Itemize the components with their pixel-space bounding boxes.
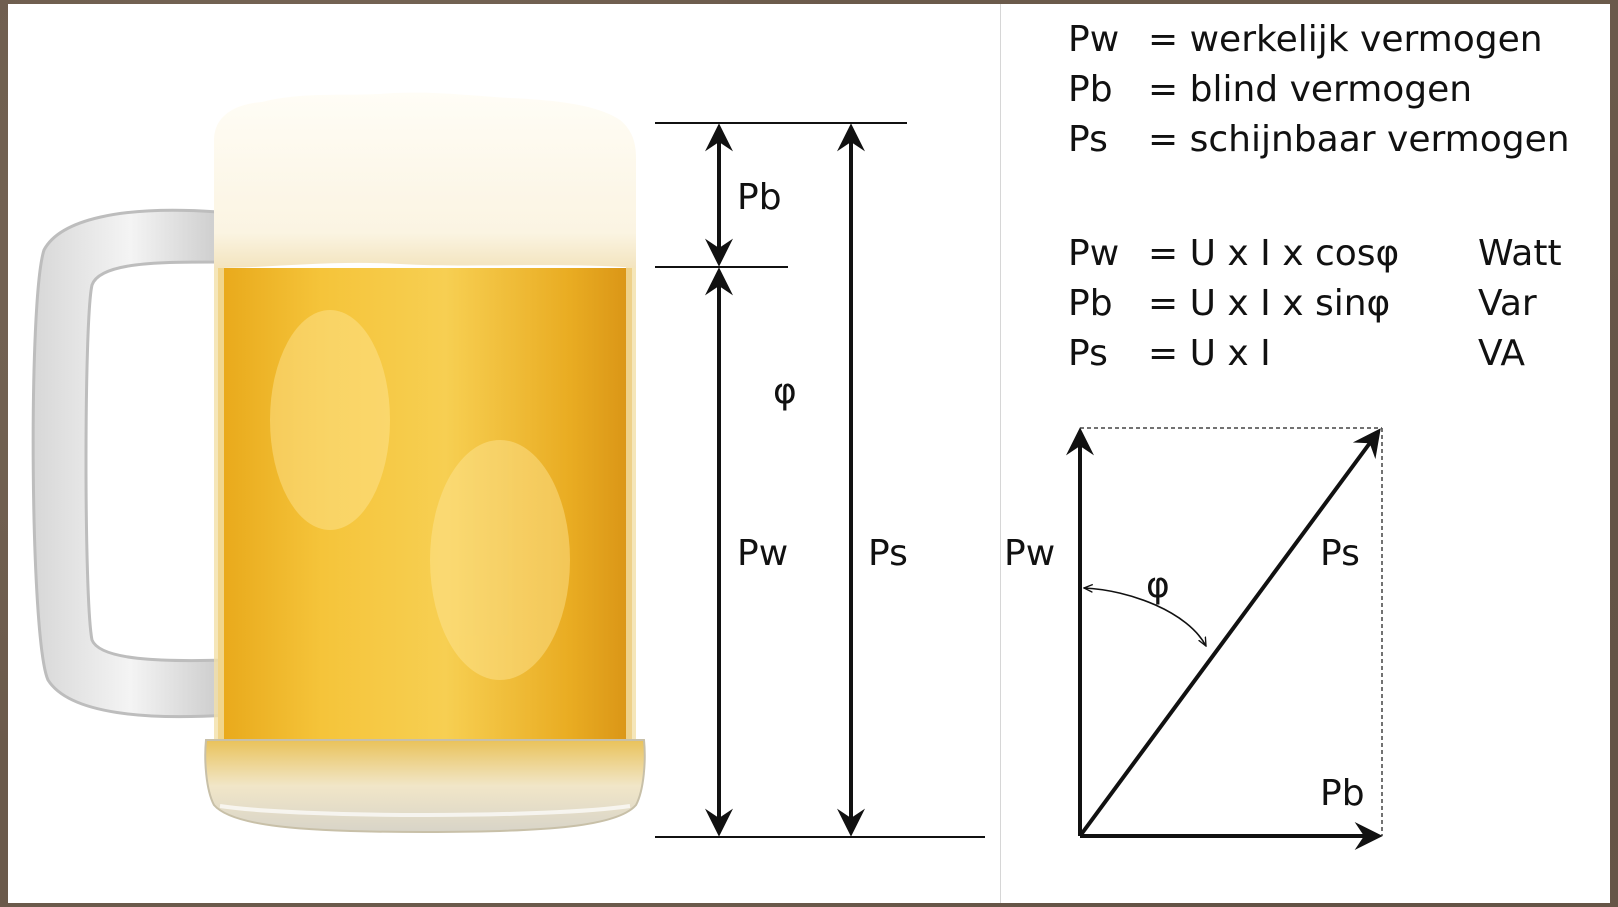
formula-row-pw: Pw = U x I x cosφ Watt xyxy=(1068,236,1562,416)
mug-label-pw: Pw xyxy=(737,533,789,574)
definition-symbol: Ps xyxy=(1068,119,1108,160)
definition-row-ps: Ps = schijnbaar vermogen xyxy=(1068,119,1570,266)
definition-symbol: Pw xyxy=(1068,19,1120,60)
definition-text: = werkelijk vermogen xyxy=(1148,19,1543,60)
mug-dimension-lines xyxy=(655,122,985,838)
vector-label-pw: Pw xyxy=(1004,533,1056,574)
formula-expression: = U x I x cosφ xyxy=(1148,233,1400,274)
formula-symbol: Pw xyxy=(1068,233,1120,274)
formula-unit: VA xyxy=(1478,333,1525,374)
vector-label-phi: φ xyxy=(1146,565,1170,606)
beer-mug-image xyxy=(31,92,646,834)
definition-symbol: Pb xyxy=(1068,69,1113,110)
formula-symbol: Ps xyxy=(1068,333,1108,374)
formula-unit: Watt xyxy=(1478,233,1562,274)
definition-row-pb: Pb = blind vermogen xyxy=(1068,69,1472,216)
formula-symbol: Pb xyxy=(1068,283,1113,324)
vector-diagram xyxy=(1066,427,1383,850)
panel-divider xyxy=(1000,4,1001,903)
vector-label-ps: Ps xyxy=(1320,533,1360,574)
formula-expression: = U x I x sinφ xyxy=(1148,283,1391,324)
mug-base xyxy=(204,739,646,834)
definition-text: = schijnbaar vermogen xyxy=(1148,119,1570,160)
formula-row-ps: Ps = U x I VA xyxy=(1068,333,1525,516)
formula-expression: = U x I xyxy=(1148,333,1271,374)
phi-angle-arc xyxy=(1084,588,1206,646)
mug-foam xyxy=(214,92,636,269)
ps-vector xyxy=(1078,428,1381,838)
definition-text: = blind vermogen xyxy=(1148,69,1473,110)
definition-row-pw: Pw = werkelijk vermogen xyxy=(1068,22,1543,166)
mug-label-ps: Ps xyxy=(868,533,908,574)
vector-label-pb: Pb xyxy=(1320,773,1365,814)
mug-handle xyxy=(31,208,230,719)
mug-label-phi: φ xyxy=(773,371,797,412)
formula-row-pb: Pb = U x I x sinφ Var xyxy=(1068,283,1537,466)
mug-beer xyxy=(218,268,632,762)
formula-unit: Var xyxy=(1478,283,1537,324)
mug-label-pb: Pb xyxy=(737,177,782,218)
